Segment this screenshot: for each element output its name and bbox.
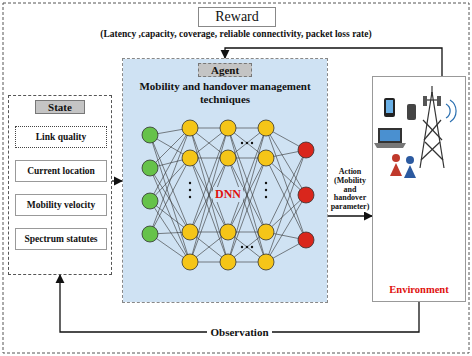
edge-label: Action (Mobility and handover parameter) (328, 168, 372, 212)
node-text: DNN (213, 187, 243, 202)
reward-box: Reward (198, 7, 276, 27)
reward-metrics: (Latency ,capacity, coverage, reliable c… (56, 29, 416, 39)
node-title: Agent (198, 63, 252, 77)
state-item: Link quality (15, 126, 107, 148)
outer-frame (3, 3, 469, 353)
flow-arrow (60, 275, 419, 332)
node-title: State (35, 100, 85, 114)
state-item: Mobility velocity (15, 194, 107, 216)
node-title: Environment (389, 284, 448, 295)
state-item: Current location (15, 160, 107, 182)
flow-arrow (328, 215, 372, 216)
state-panel: StateLink qualityCurrent locationMobilit… (8, 95, 112, 275)
node-title: Current location (27, 166, 95, 176)
environment-box: Environment (372, 76, 466, 302)
node-title: Spectrum statutes (24, 234, 97, 244)
agent-fill (123, 59, 327, 302)
environment-illustration (374, 86, 456, 178)
flow-arrow (225, 48, 442, 76)
flow-arrow (112, 180, 122, 181)
agent-box: AgentMobility and handover management te… (122, 58, 328, 303)
state-item: Spectrum statutes (15, 228, 107, 250)
node-title: Link quality (36, 132, 86, 142)
node-text: Mobility and handover management techniq… (129, 80, 321, 105)
node-title: Reward (215, 9, 259, 25)
edge-label: Observation (207, 326, 271, 338)
node-title: Mobility velocity (27, 200, 95, 210)
dnn-network (142, 120, 314, 270)
